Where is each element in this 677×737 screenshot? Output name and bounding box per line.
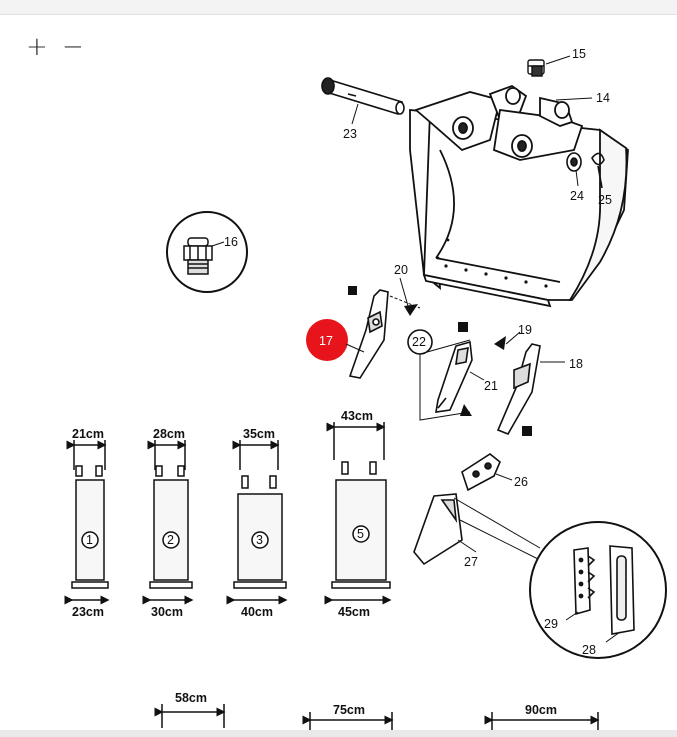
callout-27: 27 — [464, 555, 478, 569]
side-cutter-part — [348, 289, 389, 379]
bottom-dimension-lines — [154, 704, 600, 730]
bottom-width-3: 40cm — [241, 605, 273, 619]
bucket-number-1: 1 — [86, 533, 93, 547]
bucket-number-2: 2 — [167, 533, 174, 547]
marker-square — [458, 322, 468, 332]
bottom-width-58: 58cm — [175, 691, 207, 705]
zoom-out-button[interactable]: − — [62, 32, 84, 62]
callout-19: 19 — [518, 323, 532, 337]
bucket-view-3 — [226, 440, 288, 605]
bucket-number-3: 3 — [256, 533, 263, 547]
top-width-5: 43cm — [341, 409, 373, 423]
callout-15: 15 — [572, 47, 586, 61]
viewer-top-edge — [0, 0, 677, 15]
retainer-part — [461, 453, 501, 492]
callout-23: 23 — [343, 127, 357, 141]
marker-square — [348, 286, 357, 295]
callout-14: 14 — [596, 91, 610, 105]
bottom-width-75: 75cm — [333, 703, 365, 717]
clip-part — [591, 152, 605, 189]
adapter-part — [496, 343, 541, 436]
bucket-number-5: 5 — [357, 527, 364, 541]
callout-25: 25 — [598, 193, 612, 207]
callout-20: 20 — [394, 263, 408, 277]
bucket-view-1 — [64, 440, 110, 605]
highlight-marker — [306, 319, 348, 361]
top-width-3: 35cm — [243, 427, 275, 441]
callout-29: 29 — [544, 617, 558, 631]
viewer-bottom-edge — [0, 730, 677, 737]
grease-fitting-detail — [166, 211, 248, 293]
retainer-detail — [529, 521, 667, 659]
callout-24: 24 — [570, 189, 584, 203]
pin-part — [321, 77, 405, 115]
marker-triangle — [404, 304, 418, 316]
callout-26: 26 — [514, 475, 528, 489]
dimension-labels: 21cm 28cm 35cm 43cm 23cm 30cm 40cm 45cm … — [72, 409, 557, 717]
top-width-1: 21cm — [72, 427, 104, 441]
callout-17: 17 — [319, 334, 333, 348]
bottom-width-2: 30cm — [151, 605, 183, 619]
top-width-2: 28cm — [153, 427, 185, 441]
bucket-view-5 — [324, 422, 392, 605]
callout-16: 16 — [224, 235, 238, 249]
callout-labels: 15 14 23 24 25 16 20 19 22 18 21 26 27 2… — [224, 47, 612, 657]
callout-28: 28 — [582, 643, 596, 657]
bottom-width-5: 45cm — [338, 605, 370, 619]
bottom-width-90: 90cm — [525, 703, 557, 717]
bucket-size-views — [64, 422, 600, 730]
marker-triangle — [460, 404, 472, 416]
grease-nipple-part — [527, 59, 545, 77]
edge-bolts — [436, 238, 548, 288]
bucket-ears — [414, 84, 584, 161]
marker-triangle — [494, 336, 506, 350]
bushing-part — [566, 152, 582, 172]
bucket-view-2 — [142, 440, 194, 605]
bucket-numbers: 1 2 3 5 — [86, 527, 364, 547]
callout-18: 18 — [569, 357, 583, 371]
bottom-width-1: 23cm — [72, 605, 104, 619]
callout-22: 22 — [412, 335, 426, 349]
callout-21: 21 — [484, 379, 498, 393]
zoom-in-button[interactable]: + — [26, 32, 48, 62]
tooth-part — [435, 340, 473, 413]
bucket-tooth-part — [413, 493, 463, 566]
marker-square — [522, 426, 532, 436]
